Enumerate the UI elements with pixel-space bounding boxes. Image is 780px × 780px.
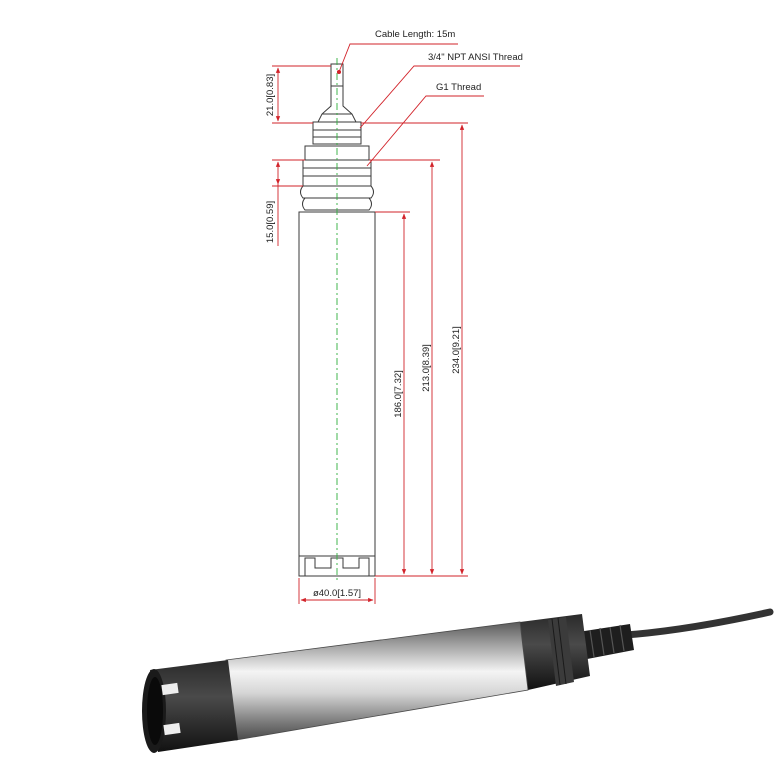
dim-label-234: 234.0[9.21] xyxy=(451,326,462,374)
photo-strain-relief xyxy=(578,624,634,660)
dim-label-diameter: ø40.0[1.57] xyxy=(313,588,361,599)
photo-stainless-body xyxy=(225,621,529,741)
dimension-lines xyxy=(272,43,520,604)
dim-label-21: 21.0[0.83] xyxy=(265,74,276,116)
product-photo xyxy=(142,608,774,753)
leader-cable xyxy=(338,43,458,73)
leader-g1 xyxy=(366,95,484,167)
photo-cable xyxy=(608,608,774,640)
leader-npt xyxy=(359,65,520,129)
callout-npt-thread: 3/4" NPT ANSI Thread xyxy=(428,52,523,63)
dim-label-186: 186.0[7.32] xyxy=(393,370,404,418)
dim-label-213: 213.0[8.39] xyxy=(421,344,432,392)
callout-g1-thread: G1 Thread xyxy=(436,82,481,93)
callout-cable-length: Cable Length: 15m xyxy=(375,29,455,40)
dim-label-15: 15.0[0.59] xyxy=(265,201,276,243)
photo-end-cap xyxy=(142,660,238,753)
photo-threaded-head xyxy=(520,614,590,690)
